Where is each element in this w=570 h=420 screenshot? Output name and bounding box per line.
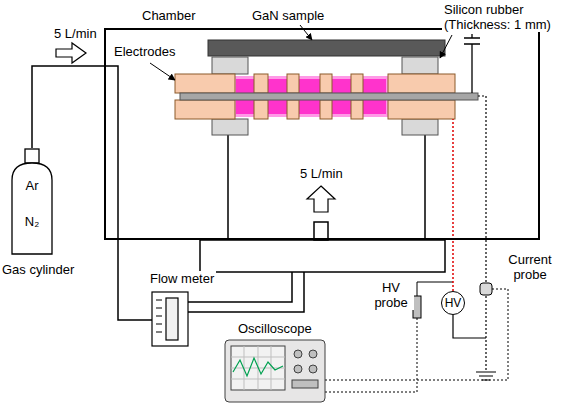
electrode bbox=[320, 100, 332, 119]
electrode bbox=[175, 74, 235, 93]
chamber-box: Chamber bbox=[104, 28, 540, 240]
electrode bbox=[388, 74, 455, 93]
inlet-arrow bbox=[56, 43, 86, 63]
capacitor-symbol bbox=[464, 34, 480, 93]
gas-name: N₂ bbox=[10, 214, 54, 229]
part-label: GaN sample bbox=[250, 8, 326, 23]
part-label: Silicon rubber (Thickness: 1 mm) bbox=[442, 2, 566, 32]
gas-name: Ar bbox=[10, 178, 54, 193]
part-label: Oscilloscope bbox=[236, 321, 314, 336]
gas-pipe bbox=[32, 66, 104, 148]
inlet-arrow bbox=[56, 43, 86, 63]
silicon-rubber bbox=[402, 119, 438, 135]
gas-inlet-box bbox=[314, 222, 328, 240]
cylinder-label: Gas cylinder bbox=[2, 262, 74, 277]
gan-sample bbox=[208, 40, 445, 56]
flow-meter bbox=[152, 292, 188, 346]
silicon-rubber bbox=[212, 119, 248, 135]
gan-sample bbox=[208, 40, 445, 56]
hv-text: HV bbox=[445, 296, 462, 311]
hv-probe bbox=[413, 296, 421, 318]
electrode bbox=[175, 100, 235, 119]
oscilloscope bbox=[225, 340, 325, 402]
oscilloscope bbox=[309, 365, 317, 373]
gas-inlet-box bbox=[307, 186, 335, 212]
cylinder-outline bbox=[10, 148, 54, 256]
electrode bbox=[254, 74, 268, 93]
oscilloscope bbox=[233, 358, 283, 376]
electrode bbox=[320, 74, 332, 93]
oscilloscope bbox=[294, 365, 302, 373]
leader-line bbox=[150, 63, 175, 80]
ground-wire bbox=[478, 96, 486, 372]
flow-meter bbox=[156, 300, 162, 332]
silicon-rubber bbox=[212, 57, 248, 74]
part-label: Flow meter bbox=[148, 271, 216, 286]
leader-line bbox=[440, 35, 452, 58]
hv-source: HV bbox=[441, 291, 465, 315]
gas-cylinder: ArN₂Gas cylinder bbox=[10, 148, 54, 256]
electrode bbox=[351, 74, 363, 93]
hv-probe bbox=[325, 318, 417, 392]
leader-line bbox=[150, 25, 452, 80]
part-label: Current probe bbox=[497, 252, 563, 282]
electrode bbox=[287, 74, 299, 93]
ground-wire bbox=[476, 372, 496, 380]
electrode bbox=[287, 100, 299, 119]
hv-wire bbox=[452, 240, 454, 291]
current-probe bbox=[480, 283, 492, 295]
ground-wire bbox=[453, 96, 496, 380]
gas-inlet-box bbox=[228, 135, 425, 240]
capacitor-symbol bbox=[464, 34, 480, 93]
gas-pipe bbox=[104, 66, 152, 320]
silicon-rubber bbox=[402, 57, 438, 74]
flow-rate: 5 L/min bbox=[52, 26, 99, 41]
gas-inlet-box bbox=[200, 135, 445, 272]
electrode bbox=[351, 100, 363, 119]
hv-wire bbox=[452, 119, 454, 240]
gas-inlet-box bbox=[200, 240, 445, 272]
flow-meter bbox=[166, 298, 178, 340]
part-label: Electrodes bbox=[112, 44, 177, 59]
ground-wire bbox=[453, 315, 486, 338]
electrode bbox=[254, 100, 268, 119]
oscilloscope bbox=[231, 346, 285, 390]
oscilloscope bbox=[309, 350, 317, 358]
flow-meter bbox=[152, 292, 188, 346]
electrode-rod bbox=[180, 93, 478, 100]
chamber-heading: Chamber bbox=[142, 8, 195, 23]
electrode-rod bbox=[180, 93, 478, 100]
cylinder-neck bbox=[25, 149, 39, 163]
hv-wire bbox=[452, 119, 454, 240]
cylinder-body bbox=[12, 163, 52, 254]
oscilloscope bbox=[225, 340, 325, 402]
oscilloscope bbox=[231, 346, 285, 390]
oscilloscope bbox=[292, 380, 318, 388]
part-label: HV probe bbox=[368, 280, 414, 310]
oscilloscope bbox=[294, 350, 302, 358]
flow-rate: 5 L/min bbox=[298, 166, 345, 181]
electrode bbox=[388, 100, 455, 119]
